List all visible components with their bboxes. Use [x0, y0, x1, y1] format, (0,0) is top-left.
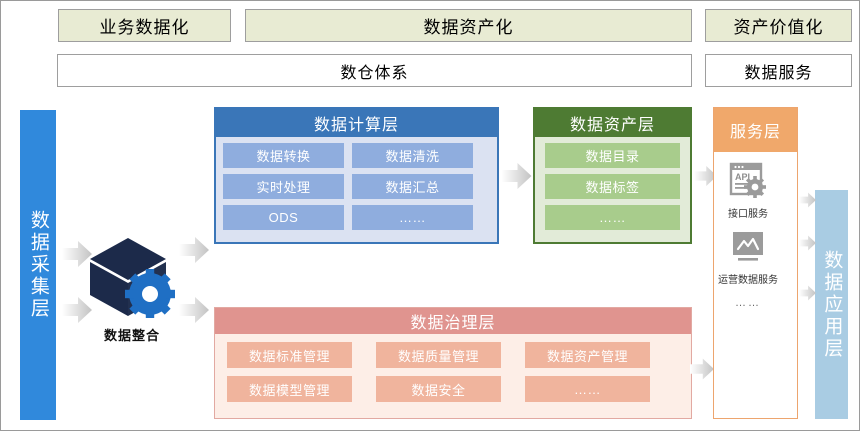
layer-item[interactable]: …… [525, 376, 650, 402]
layer-title: 数据治理层 [215, 308, 691, 334]
layer-item[interactable]: ODS [223, 205, 344, 230]
data-integration-caption: 数据整合 [103, 328, 160, 343]
sidebar-label: 数据采集层 [27, 210, 49, 320]
layer-panel-asset: 数据资产层 数据目录 数据标签 …… [533, 107, 692, 244]
service-layer-title: 服务层 [714, 108, 797, 152]
system-box-data-service: 数据服务 [705, 54, 852, 87]
layer-items: 数据目录 数据标签 …… [535, 137, 690, 242]
service-item-operation-data[interactable]: 运营数据服务 [718, 230, 778, 288]
layer-item[interactable]: 数据转换 [223, 143, 344, 168]
layer-items: 数据转换 数据清洗 实时处理 数据汇总 ODS …… [216, 137, 497, 242]
arrow-compute-to-asset [501, 162, 532, 190]
arrow-integration-to-governance [178, 296, 210, 324]
arrow-governance-to-service [690, 355, 714, 383]
system-box-warehouse: 数仓体系 [57, 54, 692, 87]
chart-monitor-icon [729, 230, 767, 271]
sidebar-data-collection-layer: 数据采集层 [20, 110, 56, 420]
phase-box-1: 业务数据化 [58, 9, 231, 42]
layer-item[interactable]: 数据清洗 [352, 143, 473, 168]
service-item-label: 接口服务 [728, 209, 768, 220]
arrow-collection-to-integration-bottom [62, 296, 92, 324]
phase-label: 数据资产化 [423, 18, 514, 37]
sidebar-data-application-layer: 数据应用层 [815, 190, 848, 419]
layer-item[interactable]: 数据目录 [545, 143, 680, 168]
phase-label: 业务数据化 [99, 18, 190, 37]
layer-title: 数据计算层 [216, 109, 497, 137]
arrow-service-to-application-2 [799, 233, 816, 253]
layer-item[interactable]: 实时处理 [223, 174, 344, 199]
data-integration-icon-group: 数据整合 [88, 236, 176, 344]
layer-item[interactable]: …… [545, 205, 680, 230]
layer-title: 数据资产层 [535, 109, 690, 137]
arrow-asset-to-service [694, 162, 717, 190]
service-layer-items: API [714, 152, 797, 418]
layer-item[interactable]: 数据资产管理 [525, 342, 650, 368]
svg-text:API: API [735, 172, 750, 182]
layer-item[interactable]: 数据质量管理 [376, 342, 501, 368]
cube-icon [88, 236, 176, 323]
service-item-label: 运营数据服务 [718, 274, 778, 286]
layer-panel-compute: 数据计算层 数据转换 数据清洗 实时处理 数据汇总 ODS …… [214, 107, 499, 244]
arrow-collection-to-integration-top [62, 240, 92, 268]
phase-box-3: 资产价值化 [705, 9, 852, 42]
layer-items: 数据标准管理 数据质量管理 数据资产管理 数据模型管理 数据安全 …… [215, 334, 691, 418]
layer-item[interactable]: 数据汇总 [352, 174, 473, 199]
layer-item[interactable]: 数据标签 [545, 174, 680, 199]
phase-label: 资产价值化 [733, 18, 824, 37]
layer-item[interactable]: …… [352, 205, 473, 230]
layer-item[interactable]: 数据标准管理 [227, 342, 352, 368]
system-label: 数仓体系 [340, 64, 409, 82]
phase-box-2: 数据资产化 [245, 9, 692, 42]
service-more-label: …… [735, 297, 761, 309]
layer-panel-governance: 数据治理层 数据标准管理 数据质量管理 数据资产管理 数据模型管理 数据安全 …… [214, 307, 692, 419]
layer-item[interactable]: 数据模型管理 [227, 376, 352, 402]
arrow-service-to-application-1 [799, 190, 816, 210]
sidebar-label: 数据应用层 [821, 249, 843, 360]
arrow-service-to-application-3 [799, 283, 816, 303]
arrow-integration-to-compute [178, 236, 210, 264]
system-label: 数据服务 [744, 64, 813, 82]
layer-panel-service: 服务层 API [713, 107, 798, 419]
service-item-api[interactable]: API [728, 162, 768, 222]
layer-item[interactable]: 数据安全 [376, 376, 501, 402]
api-icon: API [729, 162, 767, 205]
